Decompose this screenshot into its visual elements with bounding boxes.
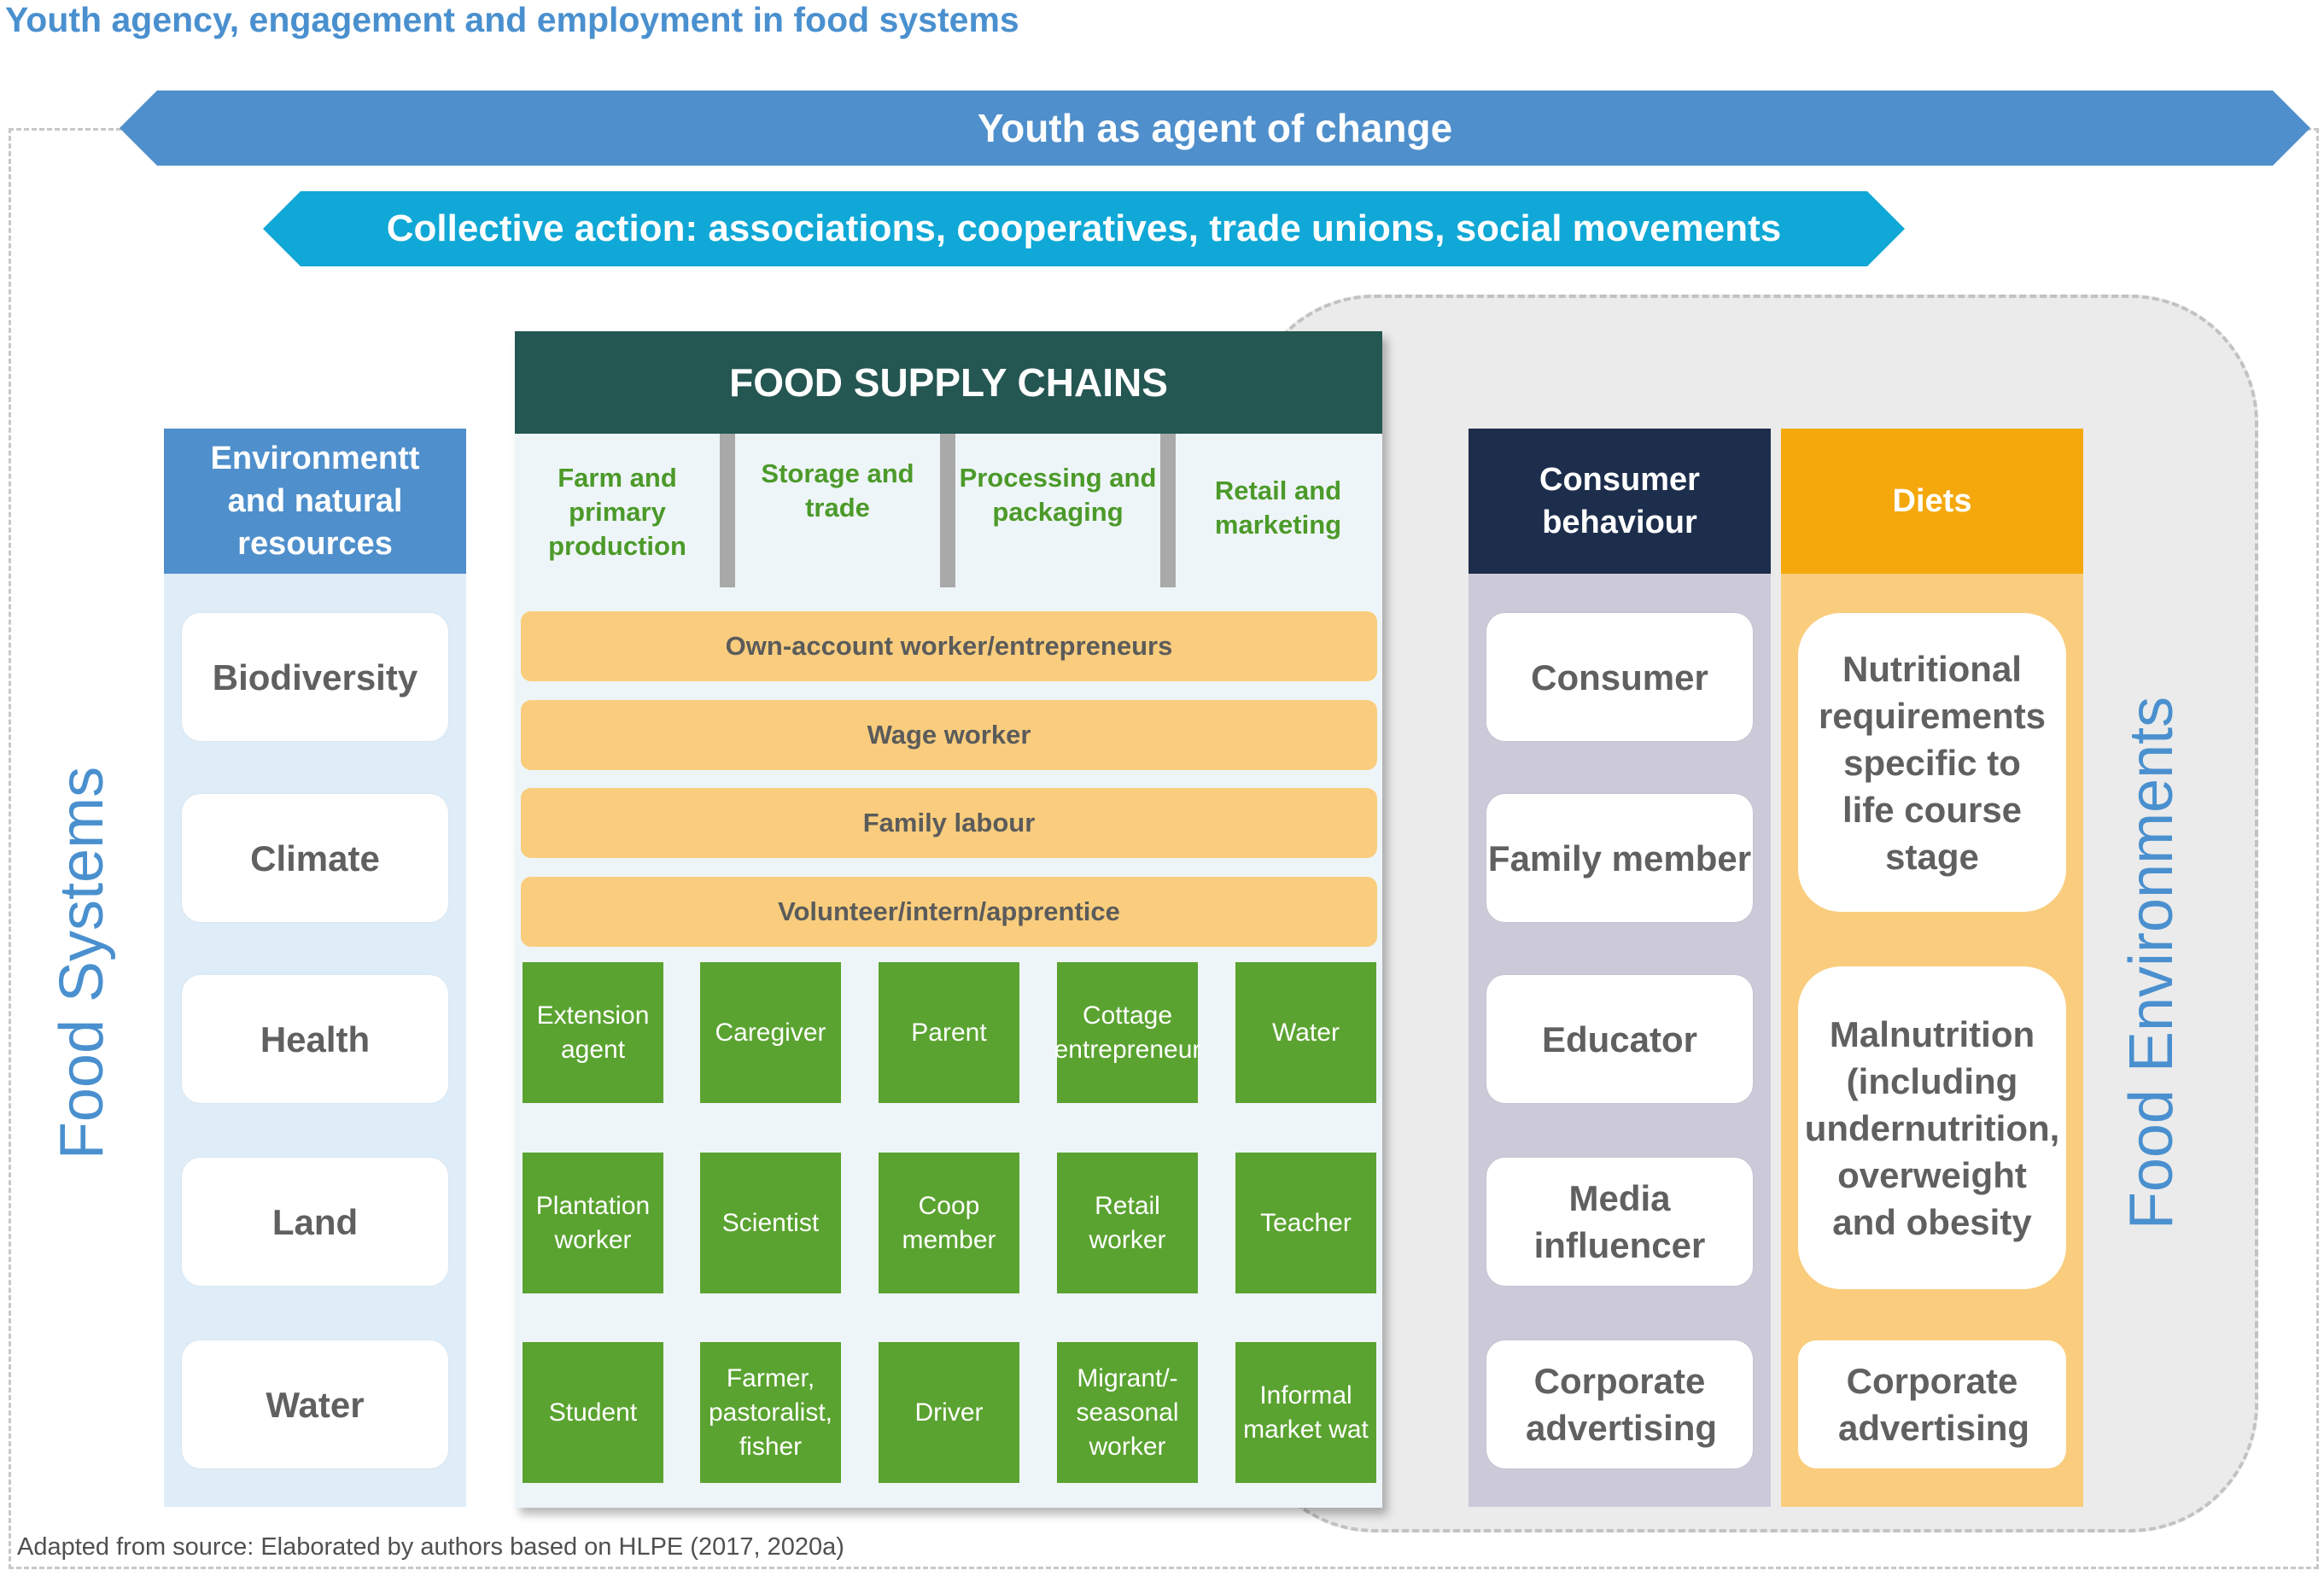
youth-agent-arrow-label: Youth as agent of change [977, 106, 1453, 150]
occupation-migrant-seasonal-worker: Migrant/-seasonal worker [1057, 1342, 1198, 1483]
consumer-behaviour-header-label: Consumer behaviour [1539, 462, 1700, 540]
occupation-scientist: Scientist [700, 1153, 841, 1293]
occupation-student: Student [523, 1342, 663, 1483]
occupation-retail-worker: Retail worker [1057, 1153, 1198, 1293]
consumer-item-corporate-advertising: Corporate advertising [1486, 1340, 1753, 1468]
figure-title: Youth agency, engagement and employment … [5, 0, 1019, 39]
environment-item-water: Water [182, 1340, 448, 1468]
stage-divider [1160, 434, 1176, 587]
diets-header-label: Diets [1892, 482, 1972, 519]
occupation-informal-market: Informal market wat [1235, 1342, 1376, 1483]
food-supply-chains-header: FOOD SUPPLY CHAINS [515, 331, 1382, 434]
food-supply-chains-title: FOOD SUPPLY CHAINS [729, 360, 1168, 405]
occupation-caregiver: Caregiver [700, 962, 841, 1103]
role-wage-worker: Wage worker [521, 700, 1377, 770]
occupation-farmer-pastoralist-fisher: Farmer, pastoralist, fisher [700, 1342, 841, 1483]
diet-item-corporate-advertising-label: Corporate advertising [1838, 1361, 2030, 1448]
stage-divider [720, 434, 735, 587]
role-family-labour: Family labour [521, 788, 1377, 858]
consumer-behaviour-header: Consumer behaviour [1469, 429, 1771, 574]
source-note: Adapted from source: Elaborated by autho… [17, 1533, 844, 1561]
consumer-item-family-member: Family member [1486, 794, 1753, 922]
consumer-item-corporate-advertising-label: Corporate advertising [1526, 1361, 1718, 1448]
environment-header-label: Environmentt and natural resources [210, 441, 420, 562]
consumer-item-media-influencer: Media influencer [1486, 1158, 1753, 1286]
occupation-cottage-entrepreneur: Cottage entrepreneur [1054, 962, 1200, 1103]
food-environments-label: Food Environments [2117, 696, 2186, 1230]
environment-item-land: Land [182, 1158, 448, 1286]
stage-processing-and-packaging: Processing and packaging [959, 463, 1157, 527]
stage-farm-primary-production: Farm and primary production [548, 463, 686, 561]
occupation-extension-agent: Extension agent [523, 962, 663, 1103]
food-systems-label: Food Systems [48, 766, 116, 1160]
environment-item-health: Health [182, 975, 448, 1103]
occupation-plantation-worker: Plantation worker [523, 1153, 663, 1293]
stage-storage-and-trade: Storage and trade [761, 458, 914, 522]
occupation-driver: Driver [879, 1342, 1019, 1483]
diets-header: Diets [1781, 429, 2083, 574]
environment-header: Environmentt and natural resources [164, 429, 466, 574]
diet-item-nutritional-requirements: Nutritional requirements specific to lif… [1798, 613, 2066, 912]
diet-item-corporate-advertising: Corporate advertising [1798, 1340, 2066, 1468]
diet-item-malnutrition: Malnutrition (including undernutrition, … [1798, 966, 2066, 1289]
youth-agent-arrow: Youth as agent of change [120, 90, 2310, 166]
collective-action-arrow-label: Collective action: associations, coopera… [386, 207, 1782, 249]
environment-item-biodiversity: Biodiversity [182, 613, 448, 741]
environment-item-climate: Climate [182, 794, 448, 922]
stage-retail-and-marketing: Retail and marketing [1214, 476, 1342, 540]
diet-item-malnutrition-label: Malnutrition (including undernutrition, … [1804, 1013, 2060, 1242]
occupation-water: Water [1235, 962, 1376, 1103]
consumer-item-consumer: Consumer [1486, 613, 1753, 741]
diet-item-nutritional-requirements-label: Nutritional requirements specific to lif… [1818, 648, 2047, 877]
occupation-coop-member: Coop member [879, 1153, 1019, 1293]
stage-divider [940, 434, 955, 587]
collective-action-arrow: Collective action: associations, coopera… [263, 191, 1905, 266]
role-volunteer-intern-apprentice: Volunteer/intern/apprentice [521, 877, 1377, 947]
consumer-item-educator: Educator [1486, 975, 1753, 1103]
occupation-parent: Parent [879, 962, 1019, 1103]
occupation-teacher: Teacher [1235, 1153, 1376, 1293]
role-own-account-worker: Own-account worker/entrepreneurs [521, 611, 1377, 681]
